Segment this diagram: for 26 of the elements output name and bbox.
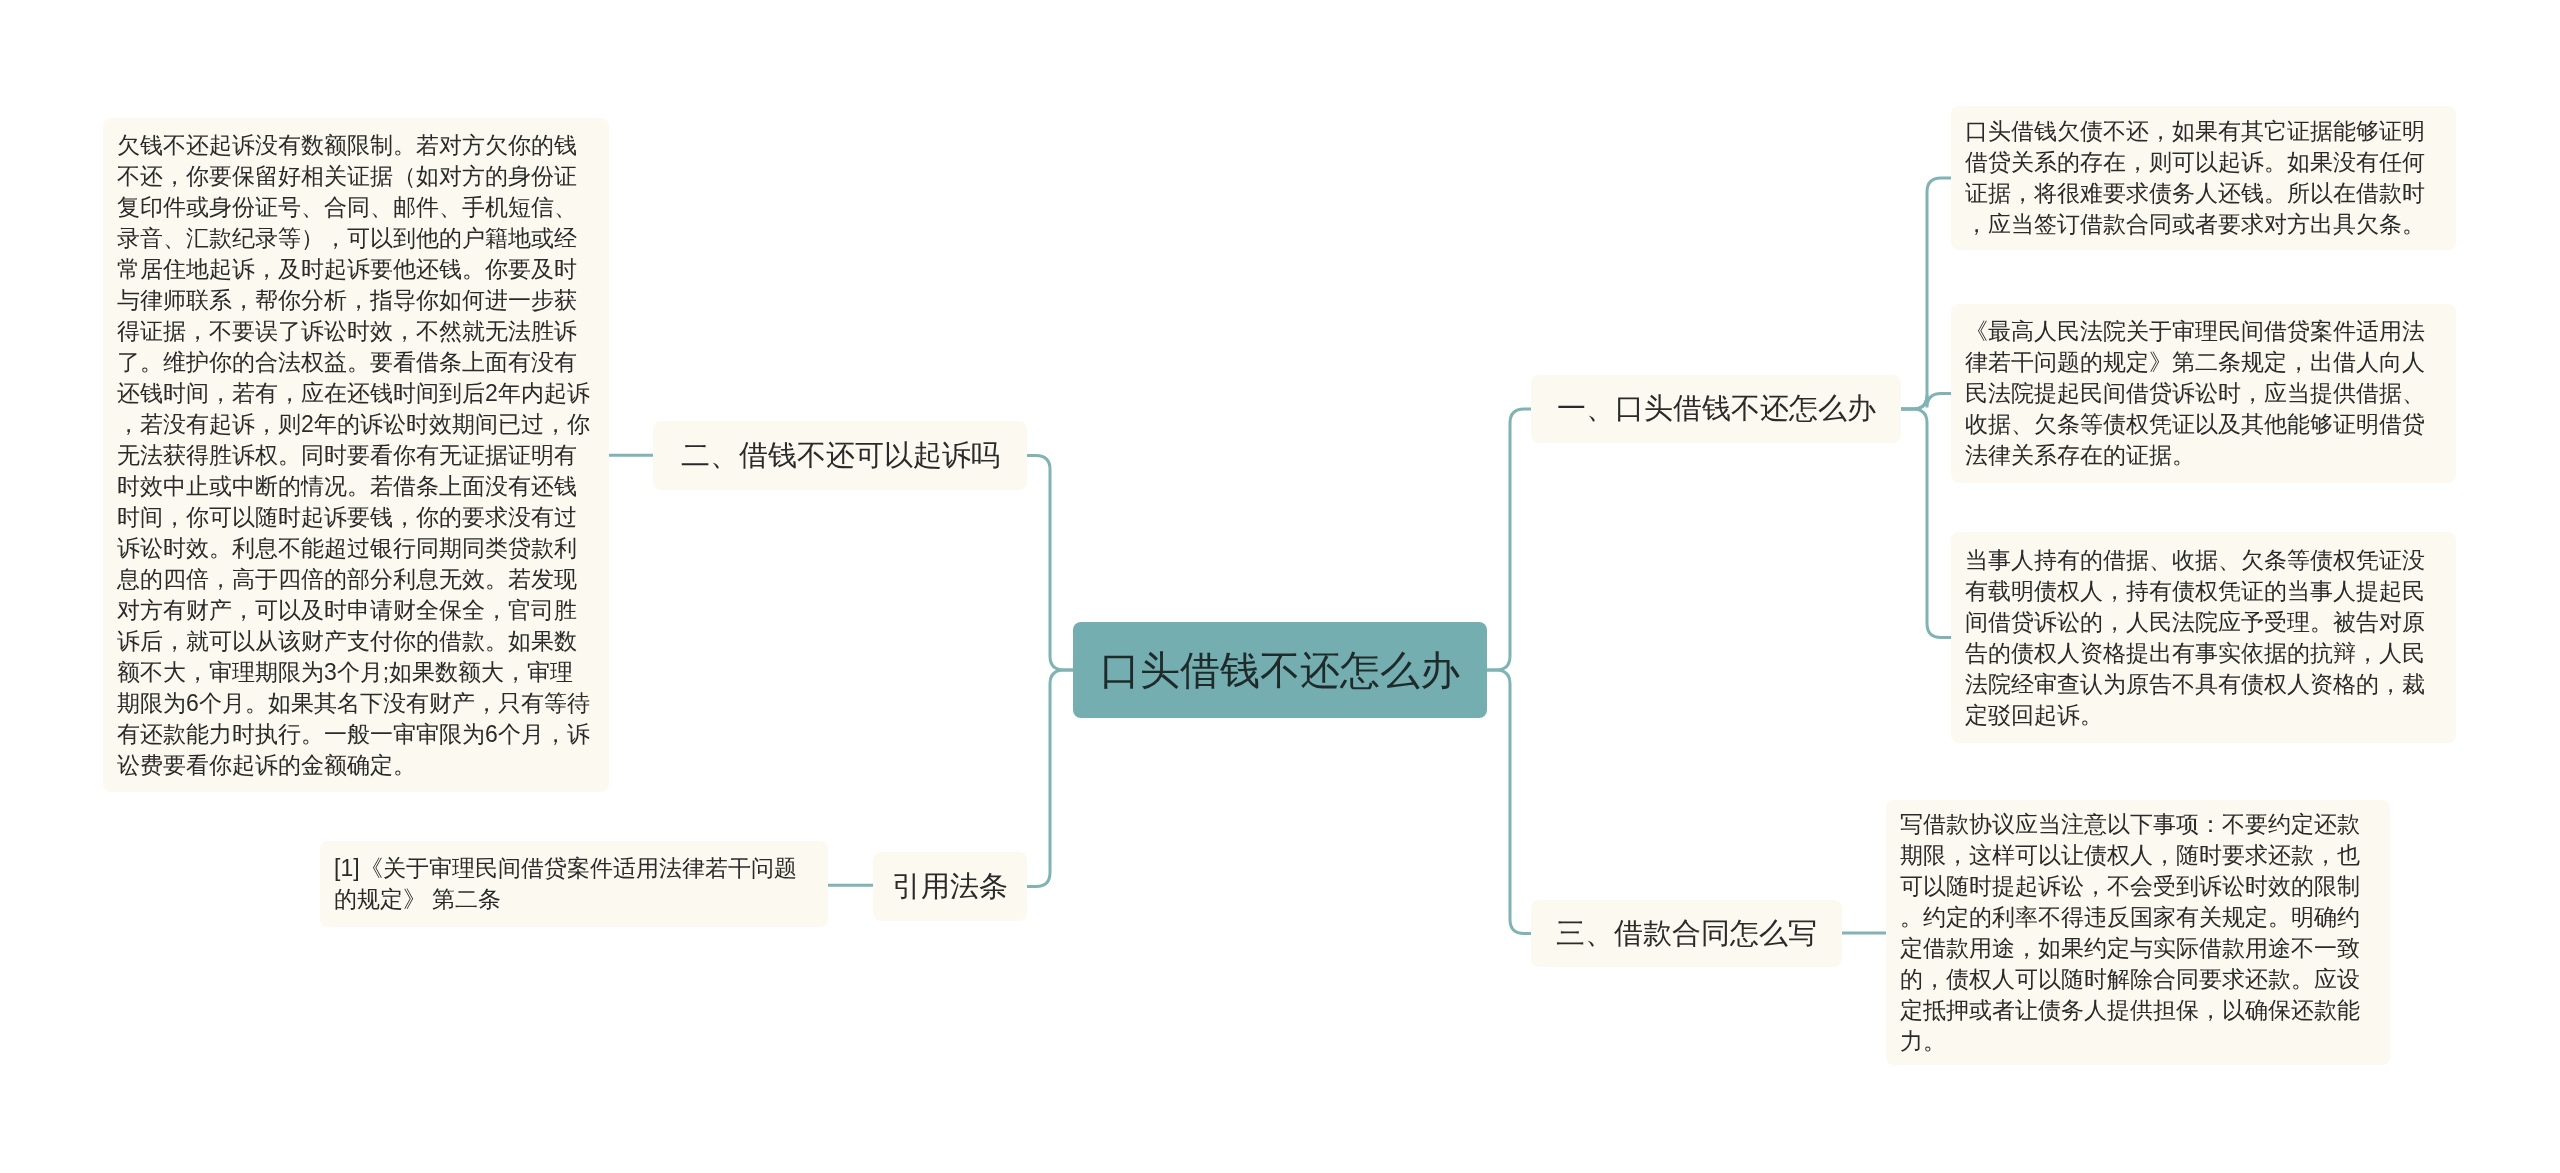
topic-label: 一、口头借钱不还怎么办: [1556, 391, 1876, 426]
topic-label: 口头借钱不还怎么办: [1100, 646, 1460, 694]
topic-label: 三、借款合同怎么写: [1556, 915, 1817, 951]
note-card: [1951, 532, 2456, 743]
note-text: 《最高人民法院关于审理民间借贷案件适用法律若干问题的规定》第二条规定，出借人向人民法院提起民间借贷诉讼时，应当提供借据、收据、欠条等债权凭证以及其他能够证明借贷法律关系存在的证据。: [1965, 317, 2426, 470]
topic-label: 引用法条: [892, 868, 1008, 904]
note-text: [1]《关于审理民间借贷案件适用法律若干问题的规定》 第二条: [334, 854, 798, 914]
connector-line: [1027, 668, 1073, 888]
note-card: [1951, 304, 2456, 483]
note-card: [1951, 106, 2456, 250]
note-card: [320, 841, 828, 927]
connector-line: [1842, 931, 1886, 935]
connector-line: [1901, 407, 1951, 639]
note-text: 当事人持有的借据、收据、欠条等债权凭证没有载明债权人，持有债权凭证的当事人提起民间借贷诉讼的，人民法院应予受理。被告对原告的债权人资格提出有事实依据的抗辩，人民法院经审查认为原告不具有债权人资格的，裁定驳回起诉。: [1965, 545, 2426, 730]
branch-topic: [1531, 375, 1901, 443]
connector-line: [828, 883, 873, 887]
connector-line: [1487, 668, 1531, 935]
branch-topic: [873, 852, 1027, 921]
note-text: 欠钱不还起诉没有数额限制。若对方欠你的钱不还，你要保留好相关证据（如对方的身份证复印件或身份证号、合同、邮件、手机短信、录音、汇款纪录等），可以到他的户籍地或经常居住地起诉，及时起诉要他还钱。你要及时与律师联系，帮你分析，指导你如何进一步获得证据，不要误了诉讼时效，不然就无法胜诉了。维护你的合法权益。要看借条上面有没有还钱时间，若有，应在还钱时间到后2年内起诉，若没有起诉，则2年的诉讼时效期间已过，你无法获得胜诉权。同时要看你有无证据证明有时效中止或中断的情况。若借条上面没有还钱时间，你可以随时起诉要钱，你的要求没有过诉讼时效。利息不能超过银行同期同类贷款利息的四倍，高于四倍的部分利息无效。若发现对方有财产，可以及时申请财全保全，官司胜诉后，就可以从该财产支付你的借款。如果数额不大，审理期限为3个月;如果数额大，审理期限为6个月。如果其名下没有财产，只有等待有还款能力时执行。一般一审审限为6个月，诉讼费要看你起诉的金额确定。: [117, 130, 591, 780]
connector-line: [609, 453, 653, 457]
topic-label: 二、借钱不还可以起诉吗: [680, 437, 1000, 473]
note-text: 写借款协议应当注意以下事项：不要约定还款期限，这样可以让债权人，随时要求还款，也可以随时提起诉讼，不会受到诉讼时效的限制。约定的利率不得违反国家有关规定。明确约定借款用途，如果约定与实际借款用途不一致的，债权人可以随时解除合同要求还款。应设定抵押或者让债务人提供担保，以确保还款能力。: [1900, 809, 2361, 1056]
note-text: 口头借钱欠债不还，如果有其它证据能够证明借贷关系的存在，则可以起诉。如果没有任何证据，将很难要求债务人还钱。所以在借款时，应当签订借款合同或者要求对方出具欠条。: [1965, 117, 2426, 239]
branch-topic: [1531, 900, 1842, 967]
central-topic: [1073, 622, 1487, 718]
branch-topic: [653, 421, 1027, 490]
